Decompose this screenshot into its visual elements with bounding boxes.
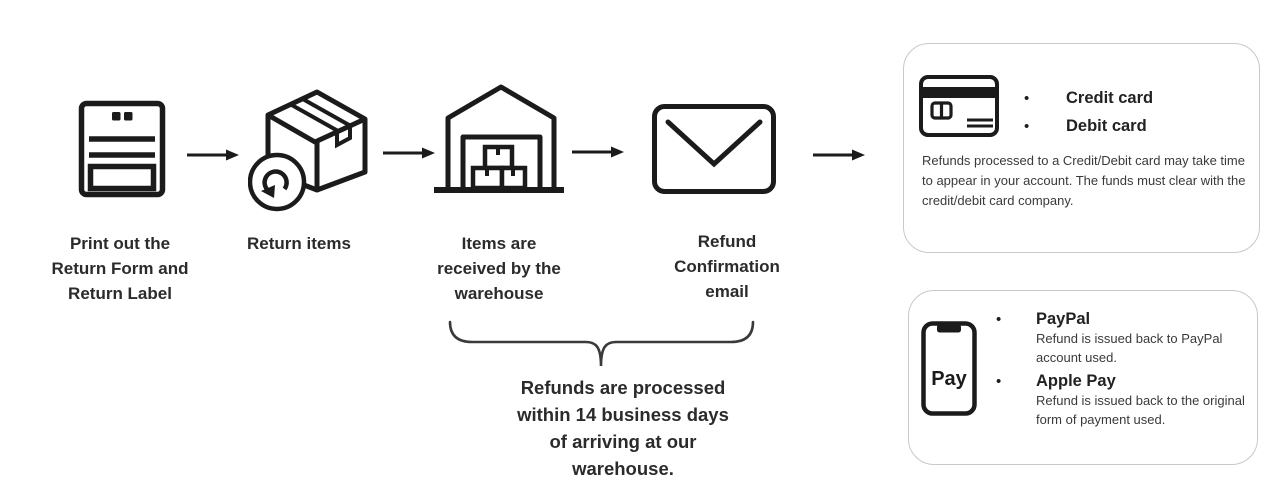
step-label-return-items: Return items xyxy=(247,234,351,253)
bullet-icon: • xyxy=(996,373,1002,390)
phone-pay-label: Pay xyxy=(931,368,967,390)
warehouse-icon xyxy=(432,82,566,194)
brace-icon xyxy=(448,320,755,372)
card-option-credit: Credit card xyxy=(1066,89,1154,107)
list-item: • Credit card xyxy=(1024,85,1153,112)
list-item: • Debit card xyxy=(1024,113,1153,140)
digital-option-applepay: Apple Pay xyxy=(1036,372,1116,390)
digital-option-list: • PayPal Refund is issued back to PayPal… xyxy=(996,309,1257,433)
flow-arrow-icon xyxy=(186,148,240,162)
card-refund-digital-wallet: Pay • PayPal Refund is issued back to Pa… xyxy=(908,290,1258,465)
return-package-icon xyxy=(248,85,378,213)
flow-arrow-icon xyxy=(812,148,866,162)
card-refund-credit-debit: • Credit card • Debit card Refunds proce… xyxy=(903,43,1260,253)
card-refund-note: Refunds processed to a Credit/Debit card… xyxy=(922,153,1246,208)
flow-arrow-icon xyxy=(571,145,625,159)
return-form-icon xyxy=(78,100,166,198)
digital-option-paypal: PayPal xyxy=(1036,310,1091,328)
list-item: • Apple Pay Refund is issued back to the… xyxy=(996,371,1257,429)
card-option-debit: Debit card xyxy=(1066,117,1147,135)
refund-processing-note: Refunds are processed within 14 business… xyxy=(517,377,729,479)
email-envelope-icon xyxy=(652,104,776,194)
digital-option-applepay-note: Refund is issued back to the original fo… xyxy=(1036,393,1245,427)
digital-option-paypal-note: Refund is issued back to PayPal account … xyxy=(1036,331,1223,365)
card-option-list: • Credit card • Debit card xyxy=(1024,85,1153,141)
step-label-items-received: Items are received by the warehouse xyxy=(437,234,561,303)
phone-pay-icon: Pay xyxy=(921,321,977,416)
step-label-print-return-form: Print out the Return Form and Return Lab… xyxy=(51,234,189,303)
step-label-refund-confirmation: Refund Confirmation email xyxy=(674,232,780,301)
flow-arrow-icon xyxy=(382,146,436,160)
bullet-icon: • xyxy=(996,311,1002,328)
bullet-icon: • xyxy=(1024,90,1030,107)
bullet-icon: • xyxy=(1024,118,1030,135)
list-item: • PayPal Refund is issued back to PayPal… xyxy=(996,309,1257,367)
credit-card-icon xyxy=(919,75,999,137)
